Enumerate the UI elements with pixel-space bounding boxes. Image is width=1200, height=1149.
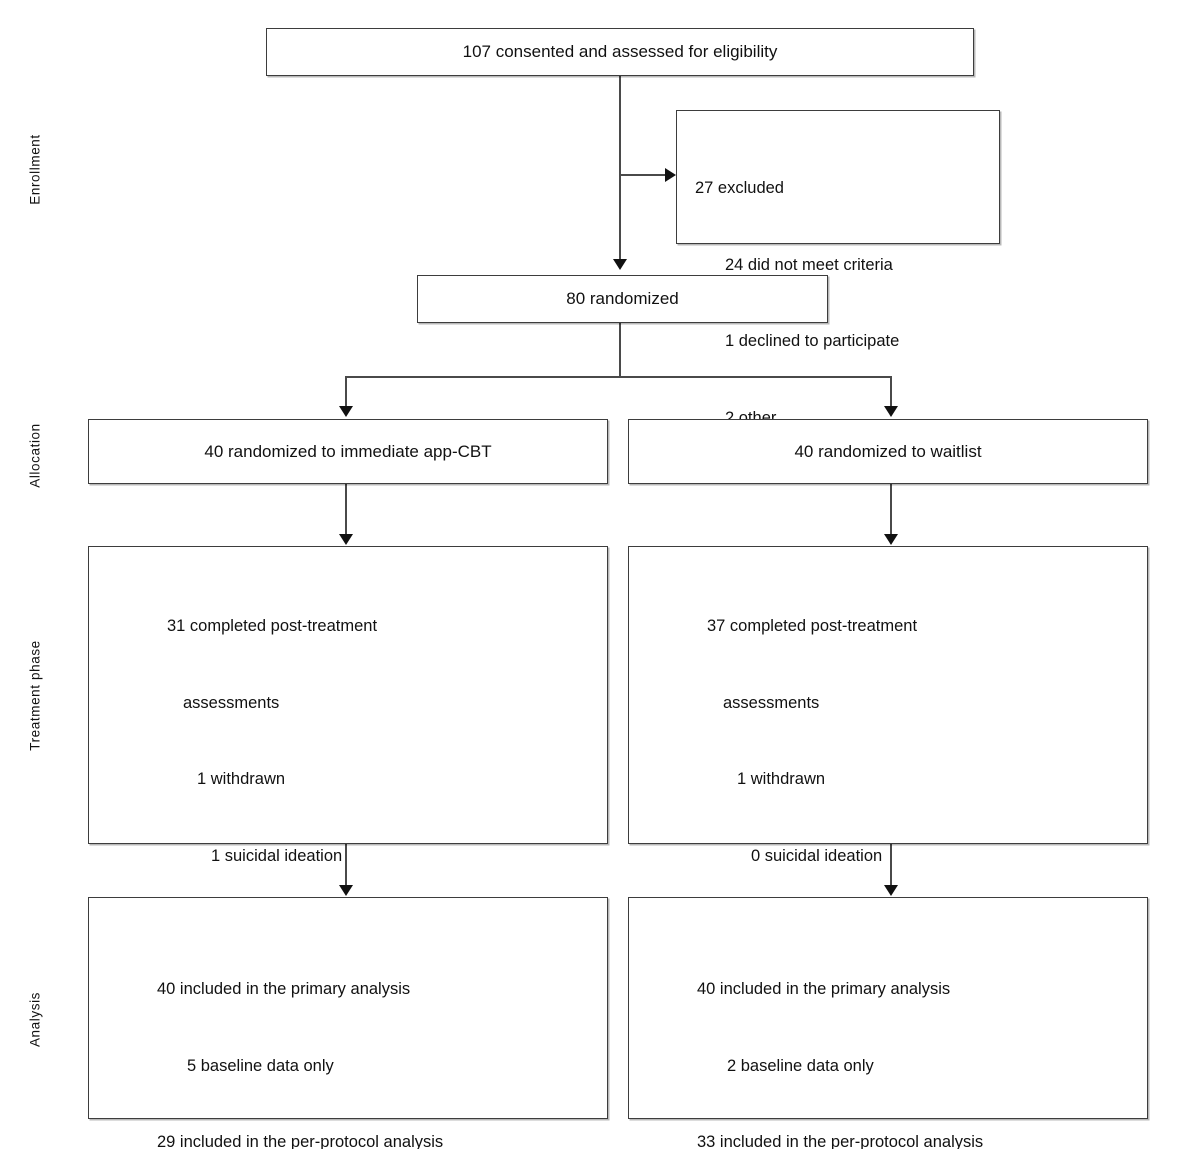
stage-label-allocation-text: Allocation <box>27 423 43 488</box>
stage-label-treatment-phase: Treatment phase <box>0 640 95 751</box>
node-excluded: 27 excluded 24 did not meet criteria 1 d… <box>676 110 1000 427</box>
stage-label-analysis-text: Analysis <box>27 991 43 1048</box>
stage-label-enrollment: Enrollment <box>0 134 95 205</box>
node-assessed-for-eligibility: 107 consented and assessed for eligibili… <box>266 28 974 76</box>
list-item: 1 declined to participate <box>725 332 900 350</box>
stage-label-analysis: Analysis <box>0 992 95 1047</box>
node-randomized-title: 80 randomized <box>566 289 679 308</box>
list-item: 0 suicidal ideation <box>751 846 883 865</box>
connector-allocation-crossbar <box>345 376 891 378</box>
connector-to-alloc-left <box>345 376 347 408</box>
list-item: 5 baseline data only <box>187 1056 334 1075</box>
list-item: 24 did not meet criteria <box>725 255 893 274</box>
connector-assessed-to-excluded <box>619 174 669 176</box>
list-item: 37 completed post-treatment <box>707 617 918 635</box>
stage-label-enrollment-text: Enrollment <box>27 134 43 205</box>
list-item: 33 included in the per-protocol analysis <box>697 1133 984 1149</box>
connector-treat-left-to-analysis-left <box>345 844 347 888</box>
connector-to-alloc-right <box>890 376 892 408</box>
list-item: 40 included in the primary analysis <box>697 980 951 998</box>
arrowhead-to-treat-right <box>884 534 898 545</box>
node-treatment-app-cbt: 31 completed post-treatment assessments … <box>88 546 608 1094</box>
node-allocation-app-cbt: 40 randomized to immediate app-CBT <box>88 419 608 484</box>
connector-assessed-to-randomized <box>619 76 621 263</box>
arrowhead-to-randomized <box>613 259 627 270</box>
list-item: assessments <box>183 693 280 712</box>
arrowhead-to-alloc-right <box>884 406 898 417</box>
node-treatment-waitlist: 37 completed post-treatment assessments … <box>628 546 1148 1094</box>
connector-alloc-left-to-treat-left <box>345 484 347 536</box>
connector-alloc-right-to-treat-right <box>890 484 892 536</box>
list-item: 1 withdrawn <box>737 770 826 788</box>
node-allocation-waitlist-title: 40 randomized to waitlist <box>794 441 982 461</box>
list-item: 1 withdrawn <box>197 770 286 788</box>
node-randomized: 80 randomized <box>417 275 828 323</box>
node-analysis-app-cbt: 40 included in the primary analysis 5 ba… <box>88 897 608 1149</box>
list-item: 31 completed post-treatment <box>167 617 378 635</box>
node-excluded-lines: 27 excluded 24 did not meet criteria 1 d… <box>695 125 899 482</box>
stage-label-allocation: Allocation <box>0 423 95 488</box>
node-analysis-waitlist-lines: 40 included in the primary analysis 2 ba… <box>697 926 983 1149</box>
arrowhead-to-analysis-left <box>339 885 353 896</box>
node-analysis-waitlist: 40 included in the primary analysis 2 ba… <box>628 897 1148 1149</box>
node-allocation-waitlist: 40 randomized to waitlist <box>628 419 1148 484</box>
list-item: 40 included in the primary analysis <box>157 980 411 998</box>
connector-treat-right-to-analysis-right <box>890 844 892 888</box>
node-allocation-app-cbt-title: 40 randomized to immediate app-CBT <box>204 441 492 461</box>
stage-label-treatment-phase-text: Treatment phase <box>27 640 43 751</box>
list-item: 1 suicidal ideation <box>211 846 343 865</box>
connector-randomized-stem <box>619 323 621 377</box>
list-item: 2 baseline data only <box>727 1056 874 1075</box>
node-assessed-title: 107 consented and assessed for eligibili… <box>462 42 778 61</box>
list-item: assessments <box>723 693 820 712</box>
arrowhead-to-alloc-left <box>339 406 353 417</box>
arrowhead-to-treat-left <box>339 534 353 545</box>
list-item: 29 included in the per-protocol analysis <box>157 1133 444 1149</box>
node-analysis-app-cbt-lines: 40 included in the primary analysis 5 ba… <box>157 926 443 1149</box>
list-item: 27 excluded <box>695 179 784 197</box>
arrowhead-to-analysis-right <box>884 885 898 896</box>
arrowhead-to-excluded <box>665 168 676 182</box>
